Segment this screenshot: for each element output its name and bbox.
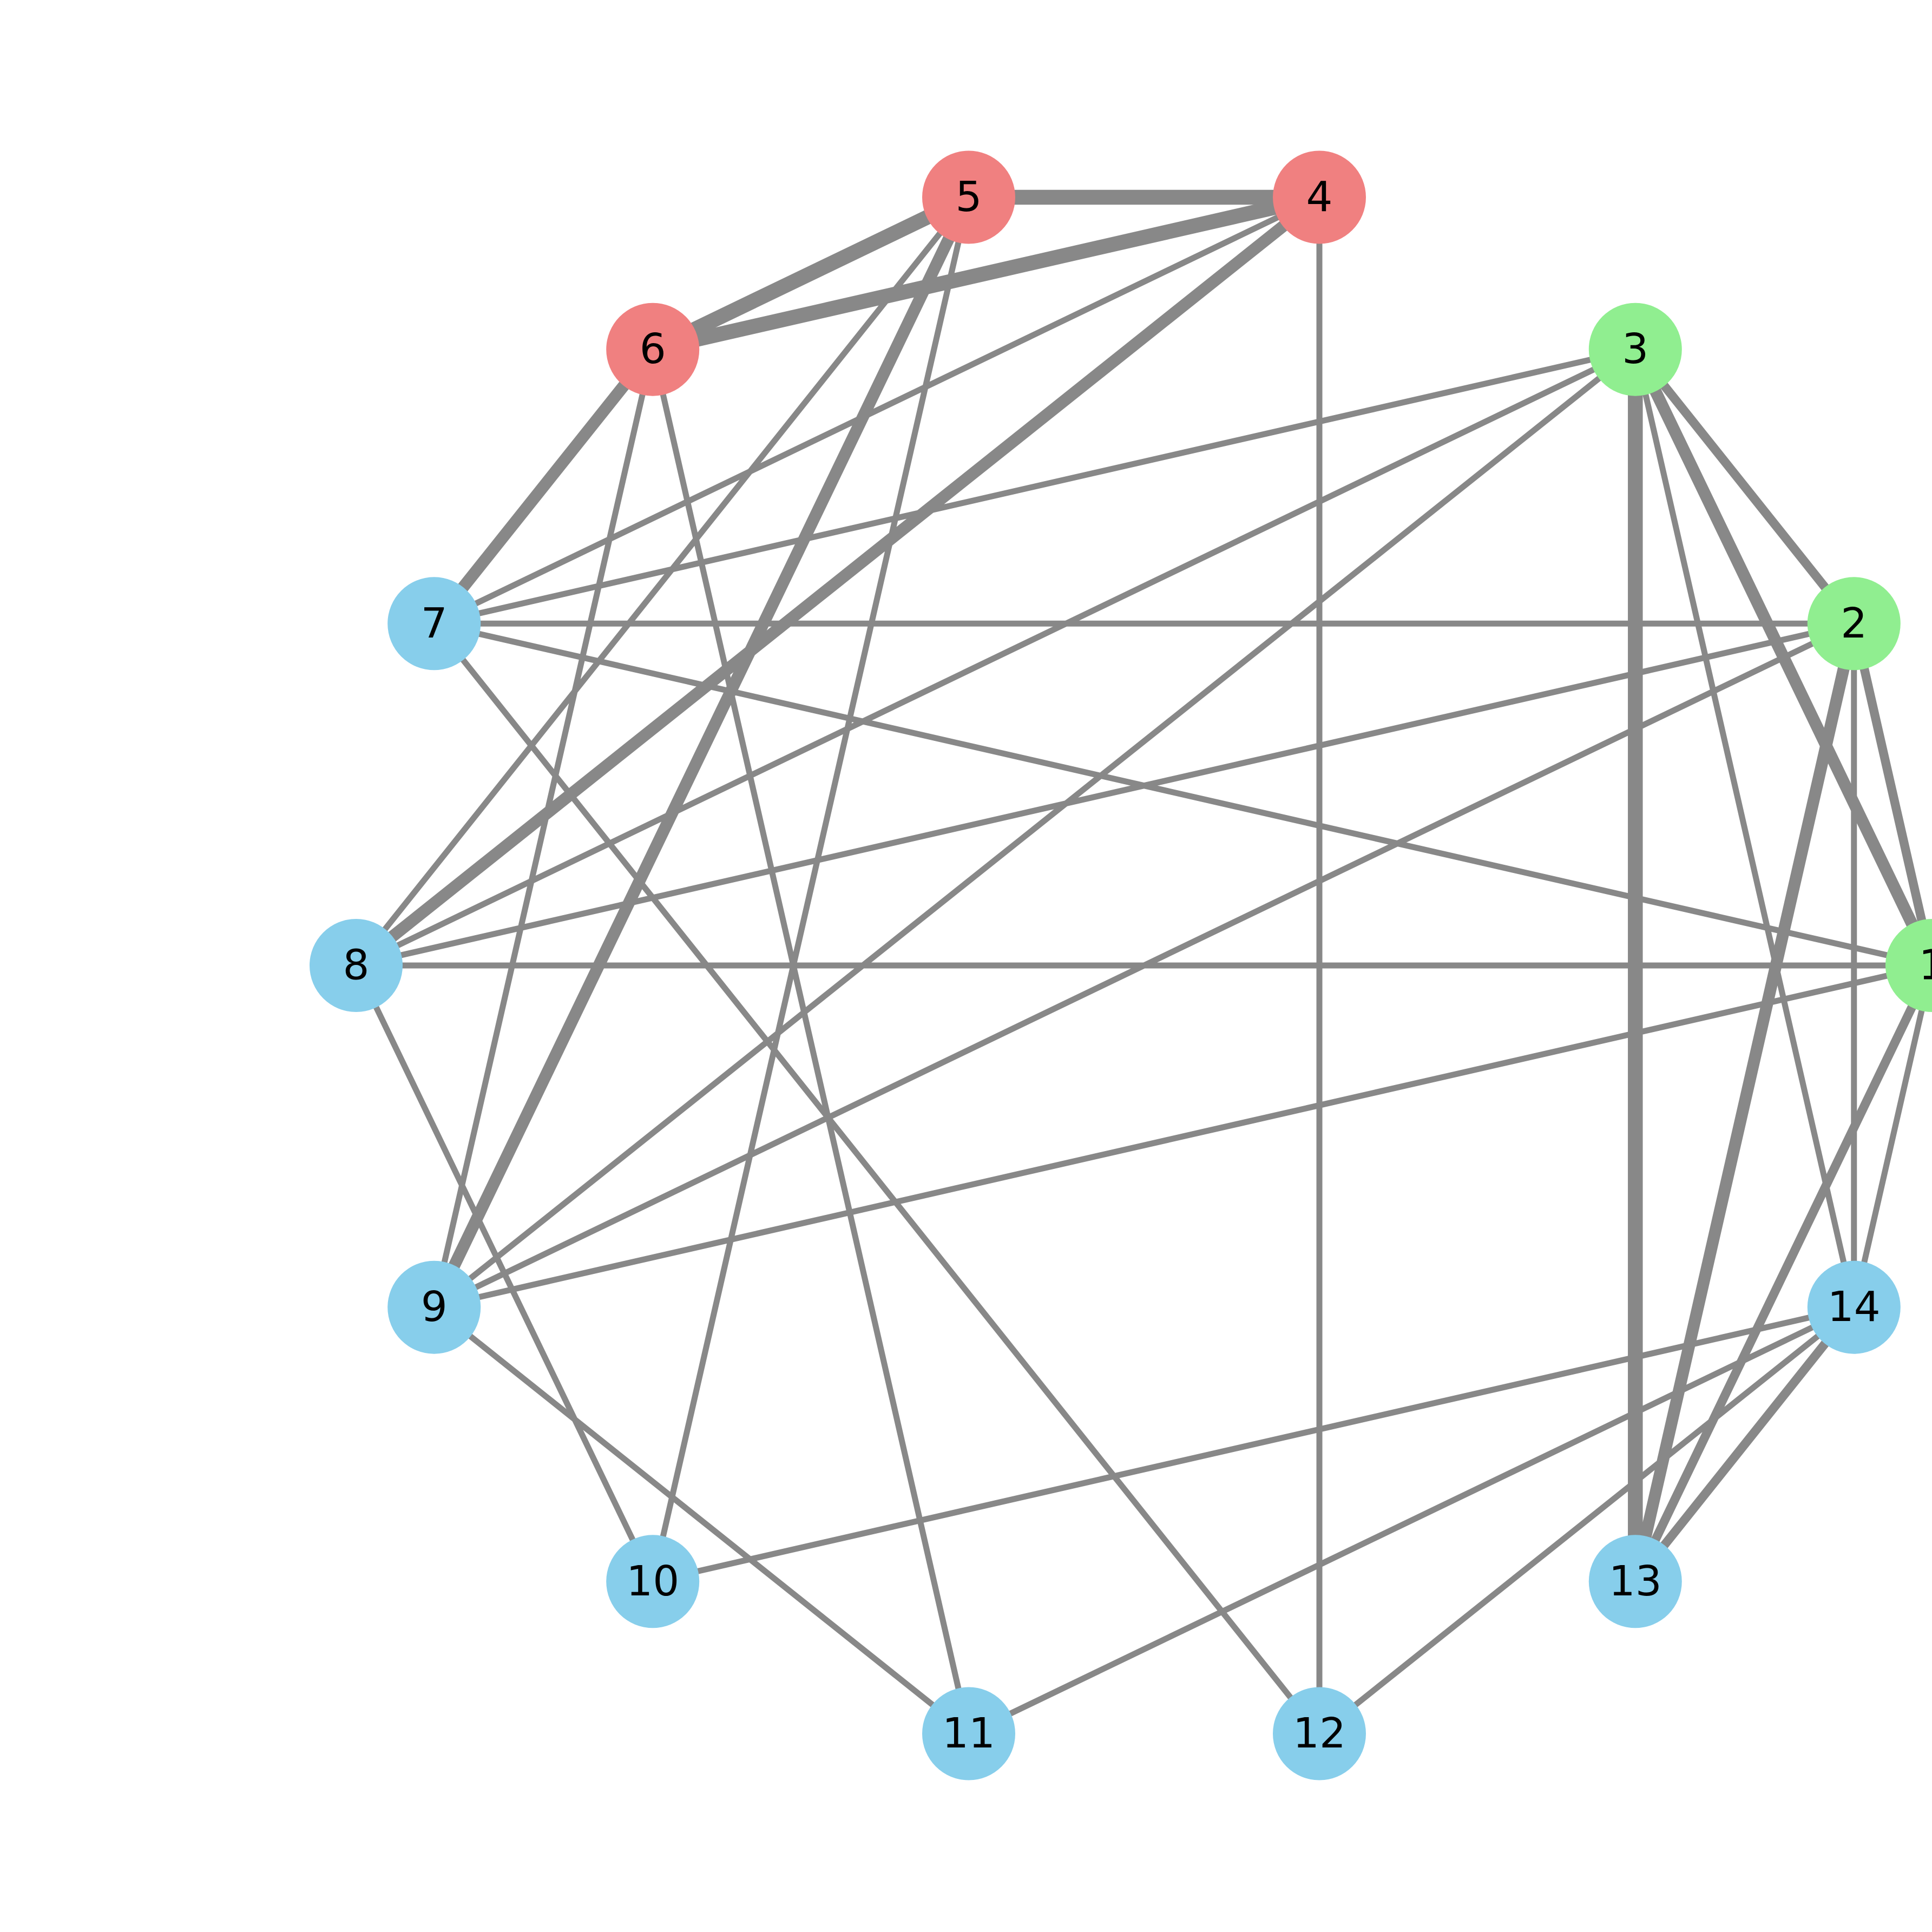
node-7: 7 <box>387 577 481 671</box>
node-label-8: 8 <box>343 942 370 990</box>
edge-4-7 <box>432 194 1321 627</box>
edge-5-9 <box>429 194 974 1310</box>
edge-4-6 <box>651 190 1322 357</box>
edge-14-10 <box>652 1304 1855 1585</box>
edge-5-6 <box>649 190 972 357</box>
edge-5-10 <box>649 196 972 1582</box>
edge-4-8 <box>352 192 1323 970</box>
edge-3-9 <box>432 347 1638 1310</box>
node-14: 14 <box>1807 1260 1901 1354</box>
node-2: 2 <box>1807 577 1901 671</box>
node-13: 13 <box>1588 1535 1682 1628</box>
edge-14-13 <box>1632 1304 1858 1585</box>
node-8: 8 <box>310 919 403 1012</box>
edge-3-14 <box>1632 349 1857 1308</box>
node-label-1: 1 <box>1919 942 1932 990</box>
edge-5-8 <box>353 195 971 968</box>
node-label-4: 4 <box>1306 173 1333 221</box>
edge-1-7 <box>433 620 1932 969</box>
node-5: 5 <box>922 150 1015 244</box>
node-label-14: 14 <box>1828 1283 1881 1331</box>
edge-8-10 <box>353 964 656 1583</box>
node-circle-12 <box>1273 1687 1366 1780</box>
node-label-7: 7 <box>421 600 448 648</box>
edge-6-11 <box>649 349 972 1734</box>
node-label-9: 9 <box>421 1283 448 1331</box>
node-circle-2 <box>1807 577 1901 671</box>
node-circle-10 <box>606 1535 700 1628</box>
edges-layer <box>352 189 1932 1737</box>
edge-14-12 <box>1317 1305 1856 1736</box>
node-circle-4 <box>1273 150 1366 244</box>
node-label-13: 13 <box>1609 1558 1662 1606</box>
node-circle-7 <box>387 577 481 671</box>
edge-1-9 <box>433 962 1932 1311</box>
node-label-10: 10 <box>626 1558 679 1606</box>
node-label-12: 12 <box>1293 1710 1346 1758</box>
node-circle-6 <box>606 303 700 396</box>
node-circle-5 <box>922 150 1015 244</box>
node-circle-9 <box>387 1260 481 1354</box>
node-10: 10 <box>606 1535 700 1628</box>
edge-6-9 <box>431 349 656 1308</box>
node-6: 6 <box>606 303 700 396</box>
node-11: 11 <box>922 1687 1015 1780</box>
edge-6-7 <box>429 345 658 628</box>
node-circle-11 <box>922 1687 1015 1780</box>
node-circle-1 <box>1885 919 1932 1012</box>
node-circle-8 <box>310 919 403 1012</box>
edge-3-2 <box>1632 346 1858 627</box>
edge-2-8 <box>355 620 1855 969</box>
node-12: 12 <box>1273 1687 1366 1780</box>
edge-1-14 <box>1851 964 1932 1308</box>
node-1: 1 <box>1885 919 1932 1012</box>
node-4: 4 <box>1273 150 1366 244</box>
edge-1-13 <box>1631 963 1932 1583</box>
node-label-2: 2 <box>1841 600 1867 648</box>
node-label-5: 5 <box>956 173 982 221</box>
edge-14-11 <box>967 1304 1856 1737</box>
node-circle-14 <box>1807 1260 1901 1354</box>
node-circle-3 <box>1588 303 1682 396</box>
node-9: 9 <box>387 1260 481 1354</box>
node-label-6: 6 <box>640 325 666 373</box>
nodes-layer: 1234567891011121314 <box>310 150 1932 1780</box>
edge-9-11 <box>432 1305 971 1736</box>
edge-3-7 <box>433 346 1637 627</box>
node-circle-13 <box>1588 1535 1682 1628</box>
node-label-3: 3 <box>1622 325 1648 373</box>
edge-2-1 <box>1849 622 1932 967</box>
node-3: 3 <box>1588 303 1682 396</box>
edge-7-12 <box>431 621 1322 1736</box>
node-label-11: 11 <box>942 1710 995 1758</box>
edge-3-8 <box>354 346 1637 968</box>
edge-2-13 <box>1629 622 1860 1583</box>
